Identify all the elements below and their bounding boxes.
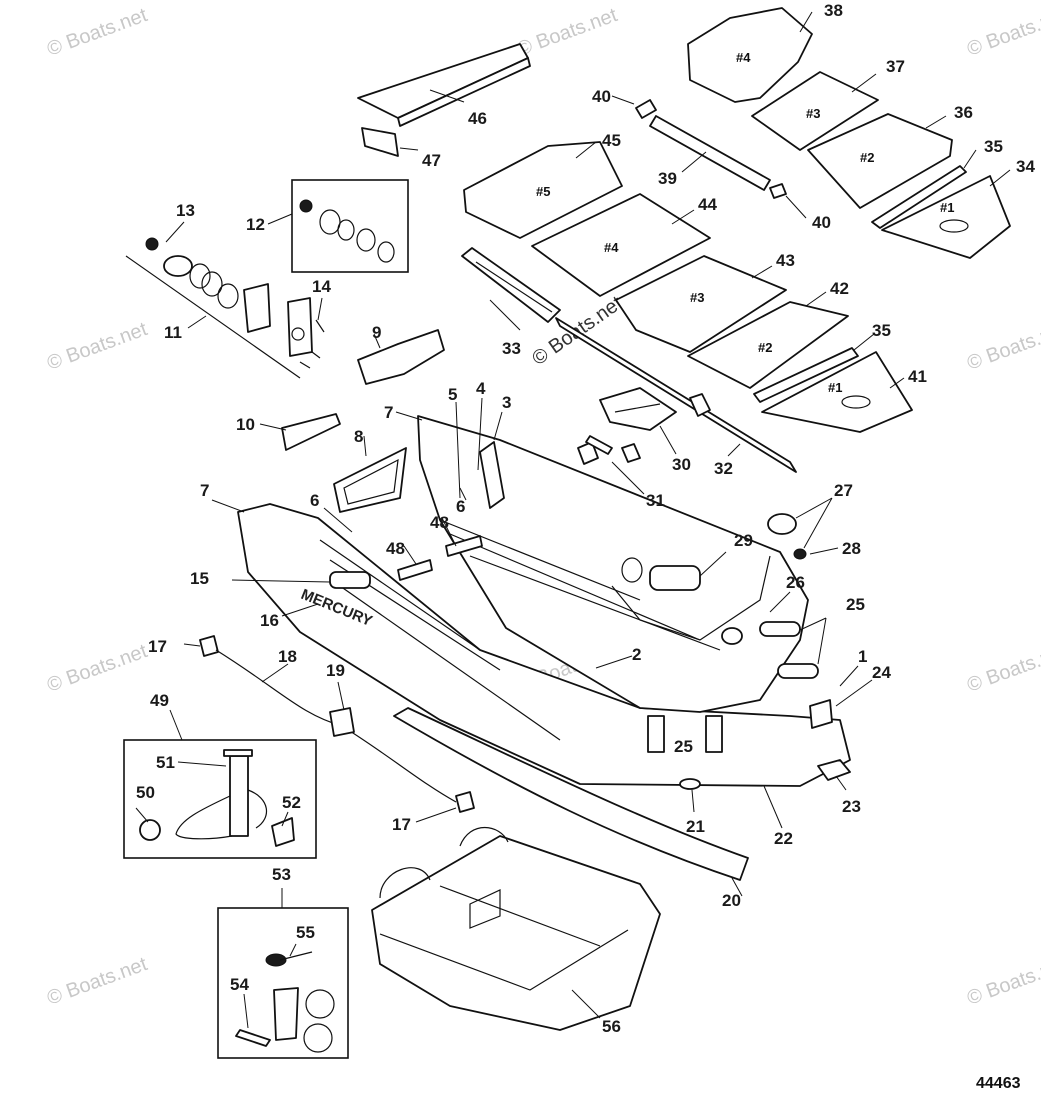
callout-31: 31 (646, 491, 665, 510)
drain-plug-assembly (125, 179, 409, 379)
watermark: © Boats.net (964, 640, 1041, 697)
callout-4: 4 (476, 379, 486, 398)
callout-48b: 48 (386, 539, 405, 558)
callout-22: 22 (774, 829, 793, 848)
watermark: © Boats.net (964, 953, 1041, 1010)
callout-11: 11 (164, 323, 182, 342)
repair-kit (217, 907, 349, 1059)
callout-28: 28 (842, 539, 861, 558)
callout-40: 40 (592, 87, 611, 106)
callout-43: 43 (776, 251, 795, 270)
callout-38: 38 (824, 1, 843, 20)
callout-9: 9 (372, 323, 381, 342)
valve (767, 513, 807, 560)
keel-strip (393, 707, 749, 881)
callout-1: 1 (858, 647, 867, 666)
plate-seat-1: #1 (940, 200, 954, 215)
callout-15: 15 (190, 569, 209, 588)
callout-19: 19 (326, 661, 345, 680)
callout-6b: 6 (456, 497, 465, 516)
callout-47: 47 (422, 151, 441, 170)
plate-seat-2: #2 (860, 150, 874, 165)
callout-8: 8 (354, 427, 363, 446)
callout-21: 21 (686, 817, 705, 836)
callout-23: 23 (842, 797, 861, 816)
callout-6: 6 (310, 491, 319, 510)
pump-kit (123, 739, 317, 859)
callout-51: 51 (156, 753, 175, 772)
callout-45: 45 (602, 131, 621, 150)
callout-2: 2 (632, 645, 641, 664)
callout-33: 33 (502, 339, 521, 358)
callout-10: 10 (236, 415, 255, 434)
callout-53: 53 (272, 865, 291, 884)
watermark: © Boats.net (44, 4, 150, 61)
callout-20: 20 (722, 891, 741, 910)
callout-labels: 38 37 36 35 34 40 39 40 45 44 43 42 35 4… (136, 1, 1035, 1036)
watermark: © Boats.net (964, 4, 1041, 61)
plate-seat-3: #3 (806, 106, 820, 121)
callout-36: 36 (954, 103, 973, 122)
callout-44: 44 (698, 195, 717, 214)
callout-55: 55 (296, 923, 315, 942)
plate-floor-4: #4 (604, 240, 619, 255)
callout-35: 35 (984, 137, 1003, 156)
callout-25: 25 (846, 595, 865, 614)
oar (461, 247, 797, 473)
callout-54: 54 (230, 975, 249, 994)
plate-floor-1: #1 (828, 380, 842, 395)
watermark: © Boats.net (44, 953, 150, 1010)
callout-48: 48 (430, 513, 449, 532)
callout-41: 41 (908, 367, 927, 386)
seat-board (357, 43, 531, 157)
plate-floor-5: #5 (536, 184, 550, 199)
small-parts (281, 329, 445, 513)
callout-13: 13 (176, 201, 195, 220)
callout-46: 46 (468, 109, 487, 128)
callout-3: 3 (502, 393, 511, 412)
callout-18: 18 (278, 647, 297, 666)
drawing-number: 44463 (976, 1075, 1021, 1092)
callout-50: 50 (136, 783, 155, 802)
callout-16: 16 (260, 611, 279, 630)
leader-lines (135, 11, 1011, 1029)
callout-29: 29 (734, 531, 753, 550)
callout-56: 56 (602, 1017, 621, 1036)
callout-52: 52 (282, 793, 301, 812)
callout-14: 14 (312, 277, 331, 296)
boat-hull: MERCURY (237, 415, 851, 790)
callout-25b: 25 (674, 737, 693, 756)
storage-bag (371, 827, 661, 1031)
callout-35b: 35 (872, 321, 891, 340)
callout-32: 32 (714, 459, 733, 478)
plate-seat-4: #4 (736, 50, 751, 65)
floor-boards: #5 #4 #3 #2 #1 (463, 141, 913, 433)
watermark: © Boats.net (964, 318, 1041, 375)
callout-42: 42 (830, 279, 849, 298)
callout-27: 27 (834, 481, 853, 500)
seat-sections: #4 #3 #2 #1 (687, 7, 1011, 259)
callout-12: 12 (246, 215, 265, 234)
callout-37: 37 (886, 57, 905, 76)
callout-5: 5 (448, 385, 457, 404)
plate-floor-2: #2 (758, 340, 772, 355)
callout-26: 26 (786, 573, 805, 592)
oarlock (577, 387, 677, 465)
callout-39: 39 (658, 169, 677, 188)
callout-7b: 7 (384, 403, 393, 422)
thwart-tube (635, 99, 787, 199)
watermark: © Boats.net (44, 318, 150, 375)
callout-40b: 40 (812, 213, 831, 232)
callout-7: 7 (200, 481, 209, 500)
watermark: © Boats.net (44, 640, 150, 697)
watermark: © Boats.net (514, 4, 620, 61)
plate-floor-3: #3 (690, 290, 704, 305)
callout-49: 49 (150, 691, 169, 710)
callout-17: 17 (148, 637, 167, 656)
callout-34: 34 (1016, 157, 1035, 176)
callout-24: 24 (872, 663, 891, 682)
callout-30: 30 (672, 455, 691, 474)
callout-17b: 17 (392, 815, 411, 834)
